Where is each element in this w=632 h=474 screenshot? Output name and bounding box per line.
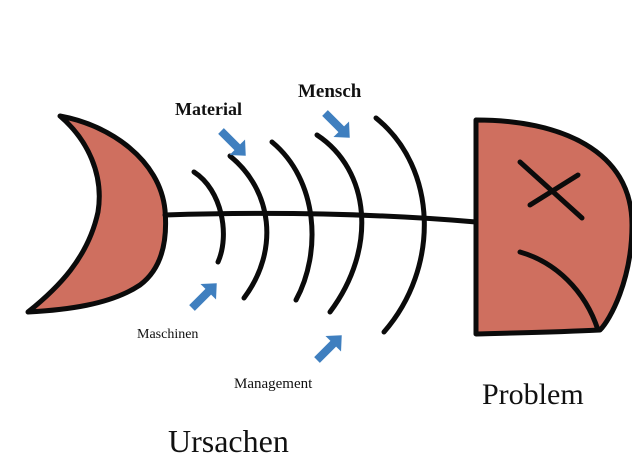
fish-spine (162, 210, 479, 225)
label-maschinen: Maschinen (137, 327, 198, 342)
rib-5 (373, 115, 427, 335)
arrows (189, 110, 350, 363)
fish-eye-stroke-2 (527, 172, 581, 208)
arrow-material (218, 128, 246, 156)
rib-2 (227, 153, 270, 301)
label-problem: Problem (482, 378, 584, 411)
arrow-maschinen (189, 283, 217, 311)
rib-3 (269, 139, 315, 303)
fish-tail (25, 113, 169, 315)
label-ursachen: Ursachen (168, 423, 289, 459)
fish-head (473, 117, 632, 337)
label-material: Material (175, 99, 242, 119)
fish-ribs (191, 115, 427, 335)
arrow-mensch (322, 110, 350, 138)
arrow-management (314, 335, 342, 363)
fish-gill (517, 249, 601, 333)
label-mensch: Mensch (298, 81, 362, 102)
rib-4 (314, 132, 365, 315)
rib-1 (191, 169, 226, 265)
label-management: Management (234, 376, 313, 392)
